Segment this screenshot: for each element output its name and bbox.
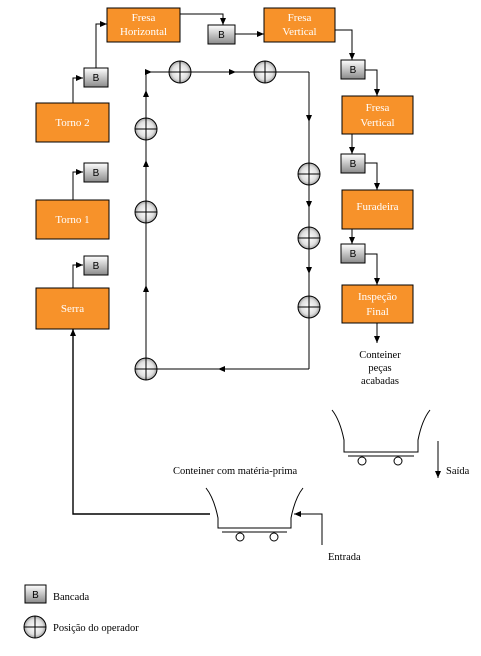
svg-text:B: B: [350, 65, 357, 76]
machine-label: Furadeira: [356, 201, 398, 213]
legend-posicao-label: Posição do operador: [53, 623, 139, 634]
machine-label: Horizontal: [120, 26, 167, 38]
machine-torno-2: Torno 2: [35, 102, 110, 143]
bench-icon: B: [83, 67, 109, 88]
machine-label: Serra: [61, 303, 84, 315]
operator-position-icon: [168, 60, 192, 84]
machine-label: Inspeção: [358, 291, 398, 303]
operator-position-icon: [297, 162, 321, 186]
operator-position-icon: [297, 295, 321, 319]
machine-label: Torno 1: [55, 214, 89, 226]
bench-icon: B: [340, 153, 366, 174]
benches: B B B B B B B: [83, 24, 366, 276]
operator-position-icon: [134, 357, 158, 381]
container-raw-material-icon: [205, 487, 304, 542]
label-conteiner-pecas: peças: [368, 363, 391, 374]
svg-text:B: B: [32, 590, 39, 601]
bench-icon: B: [83, 255, 109, 276]
machine-label: Vertical: [282, 26, 316, 38]
machine-fresa-vertical-1: Fresa Vertical: [263, 7, 336, 43]
svg-text:B: B: [93, 261, 100, 272]
machine-fresa-vertical-2: Fresa Vertical: [341, 95, 414, 135]
legend: B Bancada Posição do operador: [23, 584, 139, 639]
operator-position-icon: [253, 60, 277, 84]
operator-position-icon: [297, 226, 321, 250]
legend-operator-icon: [23, 615, 47, 639]
label-entrada: Entrada: [328, 552, 361, 563]
bench-icon: B: [207, 24, 236, 45]
machine-torno-1: Torno 1: [35, 199, 110, 240]
machine-label: Vertical: [360, 117, 394, 129]
svg-text:B: B: [350, 159, 357, 170]
svg-text:B: B: [93, 73, 100, 84]
machine-fresa-horizontal: Fresa Horizontal: [106, 7, 181, 43]
machine-label: Fresa: [132, 12, 156, 24]
material-flow-lines: [70, 13, 441, 545]
machine-label: Final: [366, 306, 389, 318]
machine-label: Fresa: [366, 102, 390, 114]
legend-bench-icon: B: [24, 584, 47, 604]
label-saida: Saída: [446, 466, 470, 477]
operator-position-icon: [134, 200, 158, 224]
machine-label: Fresa: [288, 12, 312, 24]
bench-icon: B: [340, 243, 366, 264]
bench-icon: B: [83, 162, 109, 183]
label-conteiner-pecas: Conteiner: [359, 350, 401, 361]
svg-text:B: B: [93, 168, 100, 179]
container-finished-parts-icon: [331, 409, 431, 466]
machine-serra: Serra: [35, 287, 110, 330]
machine-label: Torno 2: [55, 117, 89, 129]
machine-inspecao-final: Inspeção Final: [341, 284, 414, 324]
operator-position-icon: [134, 117, 158, 141]
label-conteiner-pecas: acabadas: [361, 376, 399, 387]
machine-furadeira: Furadeira: [341, 189, 414, 230]
bench-icon: B: [340, 59, 366, 80]
svg-text:B: B: [350, 249, 357, 260]
svg-text:B: B: [218, 30, 225, 41]
legend-bancada-label: Bancada: [53, 592, 89, 603]
label-conteiner-materia-prima: Conteiner com matéria-prima: [173, 466, 298, 477]
operator-path: [134, 60, 321, 381]
